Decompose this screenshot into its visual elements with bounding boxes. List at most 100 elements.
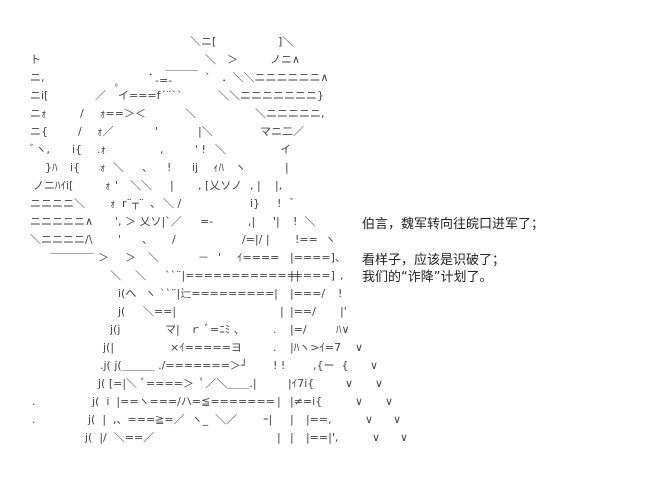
ascii-art-fragment: ニ, [30,71,45,84]
ascii-art-fragment: , | [250,179,261,192]
ascii-art-fragment: / [172,233,176,246]
ascii-art-fragment: ニニニニニ∧ [30,215,94,228]
ascii-art-fragment: ∨ [345,377,354,390]
ascii-art-fragment: ! [277,197,282,210]
ascii-art-fragment: /=|/ | [242,233,270,246]
ascii-art-fragment: ∨ [385,395,394,408]
ascii-art-fragment: ｫ [105,179,111,192]
ascii-art-fragment: ｰ| [263,413,273,426]
ascii-art-fragment: ' [118,233,122,246]
caption-line-3: 我们的“诈降”计划了。 [362,270,493,285]
ascii-art-fragment: j( | ,、===≧=／ ヽ_ ＼／ [88,413,238,426]
ascii-art-fragment: , [340,269,344,282]
ascii-art-fragment: ' [218,251,222,264]
ascii-art-fragment: ニｫ [30,107,47,120]
ascii-art-fragment: ＼ [135,269,146,282]
ascii-art-fragment: ∨ [370,359,379,372]
ascii-art-fragment: ∨ [365,413,374,426]
ascii-art-fragment: ' [155,125,159,138]
ascii-art-fragment: j( [118,305,126,318]
caption-line-1: 伯言，魏军转向往皖口进军了； [362,217,545,232]
ascii-art-fragment: ! [338,287,343,300]
ascii-art-fragment: ＿＿＿ [165,59,198,72]
ascii-art-fragment: .ｫ [97,143,106,156]
ascii-art-fragment: i{ [72,143,83,156]
ascii-art-fragment: . [273,341,277,354]
ascii-art-fragment: 、 [150,197,161,210]
ascii-art-fragment: ∨ [393,413,402,426]
ascii-art-fragment: | [277,395,281,408]
ascii-art-fragment: ,| [248,215,256,228]
ascii-art-fragment: ニi[ [30,89,49,102]
ascii-art-fragment: ＼＼ニニニニニニニ} [218,89,324,102]
ascii-art-fragment: '| [273,215,280,228]
ascii-art-fragment: , [乂ソノ [198,179,242,192]
ascii-art-fragment: ! [167,161,172,174]
ascii-art-fragment: ∨ [400,431,409,444]
ascii-art-fragment: |===/ [290,287,326,300]
ascii-art-fragment: j(j [110,323,121,336]
ascii-art-fragment: ｫ==＞＜ [100,107,146,120]
ascii-art-fragment: ノニﾊｲi[ [33,179,74,192]
ascii-art-fragment: }ﾊ [45,161,58,174]
ascii-art-fragment: ×ｲ=====ヨ [170,341,242,354]
ascii-art-fragment: ＼ [110,269,121,282]
ascii-art-fragment: r¨┬¨ [122,197,145,210]
ascii-art-fragment: ∨ [355,395,364,408]
ascii-art-fragment: ``¨|辷=========| [160,287,278,300]
ascii-art-fragment: | [285,161,289,174]
ascii-art-fragment: イ [280,143,291,156]
ascii-art-fragment: |====] [290,269,335,282]
ascii-art-fragment: ． [148,65,159,78]
ascii-art-fragment: ', ＞ 乂ソ|`／ [115,215,182,228]
ascii-art-fragment: . [273,323,277,336]
ascii-art-fragment: -=- [155,74,173,87]
ascii-art-fragment: ＼ニ[ [190,35,217,48]
ascii-art-fragment: ＼ [148,251,159,264]
ascii-art-fragment: j( |/ ＼==／ [85,431,155,444]
ascii-art-fragment: ｨﾊ [213,161,224,174]
ascii-art-fragment: | [290,431,294,444]
ascii-art-fragment: ＿＿＿＿ [50,242,94,255]
ascii-art-fragment: ヽ [235,161,246,174]
ascii-art-fragment: ! ! [273,359,286,372]
ascii-art-fragment: － [198,251,209,264]
ascii-art-fragment: 、 [142,161,153,174]
ascii-art-fragment: ノニ∧ [270,53,301,66]
ascii-art-fragment: |, [275,179,283,192]
ascii-art-fragment: ﾞヽ, [30,143,50,156]
ascii-art-fragment: i(へ [118,287,137,300]
ascii-art-fragment: | [290,413,294,426]
ascii-art-fragment: ＼ [113,161,124,174]
ascii-art-fragment: ' ! [195,143,206,156]
ascii-art-fragment: ＼ / [163,197,182,210]
ascii-art-fragment: ]＼ [278,35,294,48]
ascii-art-fragment: ﾞ [290,197,296,210]
ascii-art-fragment: . [32,395,36,408]
ascii-art-fragment: ∨ [355,341,364,354]
ascii-art-fragment: ＼ニニニニニ, [255,107,325,120]
ascii-art-fragment: |====]、 [290,251,346,264]
ascii-art-fragment: |≠=i{ [290,395,323,408]
ascii-art-fragment: ! ＼ [293,215,316,228]
ascii-art-fragment: イ===f´¨`` [118,89,183,102]
ascii-art-fragment: =- [200,215,214,228]
ascii-art-fragment: / [78,125,82,138]
ascii-art-fragment: ＼ニニニニ/\ [30,233,93,246]
ascii-art-fragment: ∨ [375,377,384,390]
ascii-art-fragment: ｒ ﾞ=ﾆﾐ 、 [190,323,245,336]
ascii-art-fragment: ＞ [98,251,109,264]
ascii-art-fragment: .j( j(＿＿＿ ./=======＞┘ [100,359,248,372]
ascii-art-fragment: |==, [306,413,332,426]
ascii-art-fragment: ｫ／ [97,125,114,138]
ascii-art-fragment: ＼==| [143,305,177,318]
ascii-art-fragment: ＼ [185,107,196,120]
ascii-art-fragment: ＼ ＞ [205,53,238,66]
ascii-art-fragment: |=/ [290,323,307,336]
ascii-art-fragment: j( [=|＼ ﾞ====＞ ﾟ／＼＿＿.| [98,377,257,390]
ascii-art-fragment: 、 [142,233,153,246]
ascii-art-fragment: ＼＼ [130,179,152,192]
ascii-art-fragment: ﾊ∨ [336,323,350,336]
ascii-art-fragment: ト [30,53,41,66]
